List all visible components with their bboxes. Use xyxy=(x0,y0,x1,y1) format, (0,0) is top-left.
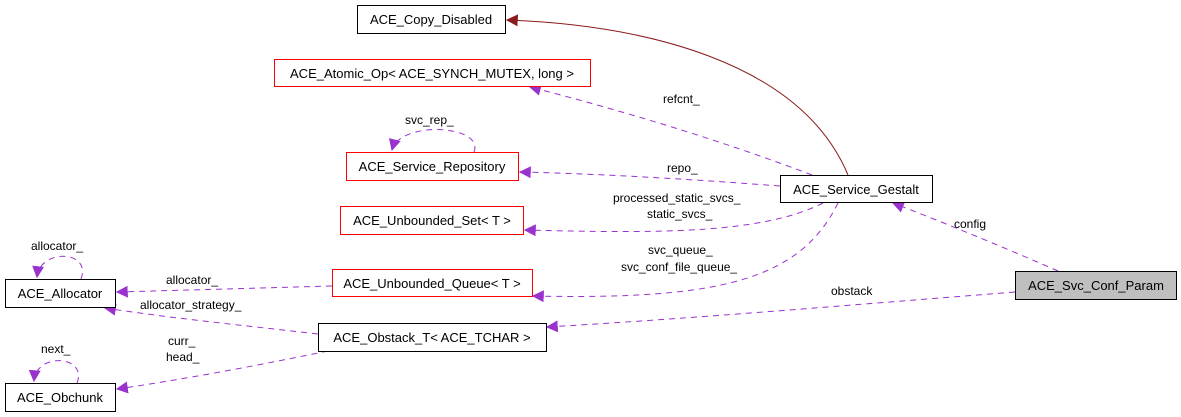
edge-allocator-strategy xyxy=(103,303,319,335)
edge-svc-queue xyxy=(531,202,839,303)
node-label: ACE_Service_Repository xyxy=(359,159,506,174)
edge-allocator-loop xyxy=(32,255,84,280)
nodes: ACE_Copy_Disabled ACE_Atomic_Op< ACE_SYN… xyxy=(5,5,1177,412)
node-ace-unbounded-set[interactable]: ACE_Unbounded_Set< T > xyxy=(340,206,524,235)
edge-repo xyxy=(518,166,781,187)
edge-label-processed-static-svcs: processed_static_svcs_ xyxy=(613,191,741,205)
edge-refcnt xyxy=(528,83,813,176)
edge-label-svc-queue: svc_queue_ xyxy=(648,243,713,257)
node-ace-service-repository[interactable]: ACE_Service_Repository xyxy=(346,152,519,181)
edge-queue-allocator xyxy=(115,285,333,298)
node-label: ACE_Service_Gestalt xyxy=(793,182,919,197)
node-label: ACE_Atomic_Op< ACE_SYNCH_MUTEX, long > xyxy=(290,66,574,81)
edge-label-obstack: obstack xyxy=(831,284,873,298)
node-ace-svc-conf-param[interactable]: ACE_Svc_Conf_Param xyxy=(1015,271,1177,300)
edge-static-svcs xyxy=(523,202,824,237)
node-label: ACE_Unbounded_Set< T > xyxy=(353,213,511,228)
edge-label-next: next_ xyxy=(41,342,71,356)
edge-config xyxy=(891,201,1059,272)
edge-label-allocator-self: allocator_ xyxy=(31,239,83,253)
node-label: ACE_Allocator xyxy=(18,286,103,301)
node-label: ACE_Obchunk xyxy=(17,390,103,405)
edge-curr-head xyxy=(115,350,329,394)
edge-label-config: config xyxy=(954,217,986,231)
edge-label-allocator: allocator_ xyxy=(166,273,218,287)
node-label: ACE_Unbounded_Queue< T > xyxy=(343,276,520,291)
edge-label-head: head_ xyxy=(166,350,200,364)
node-ace-allocator[interactable]: ACE_Allocator xyxy=(5,279,116,308)
edge-inherit-copy-disabled xyxy=(505,14,849,176)
node-ace-obchunk[interactable]: ACE_Obchunk xyxy=(5,383,116,412)
edges: refcnt_ svc_rep_ repo_ processed_static_… xyxy=(28,14,1059,394)
node-label: ACE_Obstack_T< ACE_TCHAR > xyxy=(333,330,530,345)
edge-label-repo: repo_ xyxy=(667,161,698,175)
node-label: ACE_Svc_Conf_Param xyxy=(1028,278,1164,293)
edge-label-svc-conf-file-queue: svc_conf_file_queue_ xyxy=(621,260,737,274)
edge-next-loop xyxy=(28,360,80,384)
node-label: ACE_Copy_Disabled xyxy=(370,12,492,27)
node-ace-service-gestalt[interactable]: ACE_Service_Gestalt xyxy=(780,175,933,203)
edge-label-allocator-strategy: allocator_strategy_ xyxy=(140,298,242,312)
edge-svc-rep-loop xyxy=(389,129,476,153)
edge-obstack xyxy=(545,291,1016,333)
edge-label-curr: curr_ xyxy=(168,334,196,348)
edge-label-refcnt: refcnt_ xyxy=(663,92,700,106)
edge-label-svc-rep: svc_rep_ xyxy=(405,113,454,127)
node-ace-unbounded-queue[interactable]: ACE_Unbounded_Queue< T > xyxy=(332,269,533,297)
edge-label-static-svcs: static_svcs_ xyxy=(647,207,713,221)
node-ace-obstack-t[interactable]: ACE_Obstack_T< ACE_TCHAR > xyxy=(318,323,547,352)
node-ace-atomic-op[interactable]: ACE_Atomic_Op< ACE_SYNCH_MUTEX, long > xyxy=(274,59,591,87)
node-ace-copy-disabled[interactable]: ACE_Copy_Disabled xyxy=(357,5,506,34)
